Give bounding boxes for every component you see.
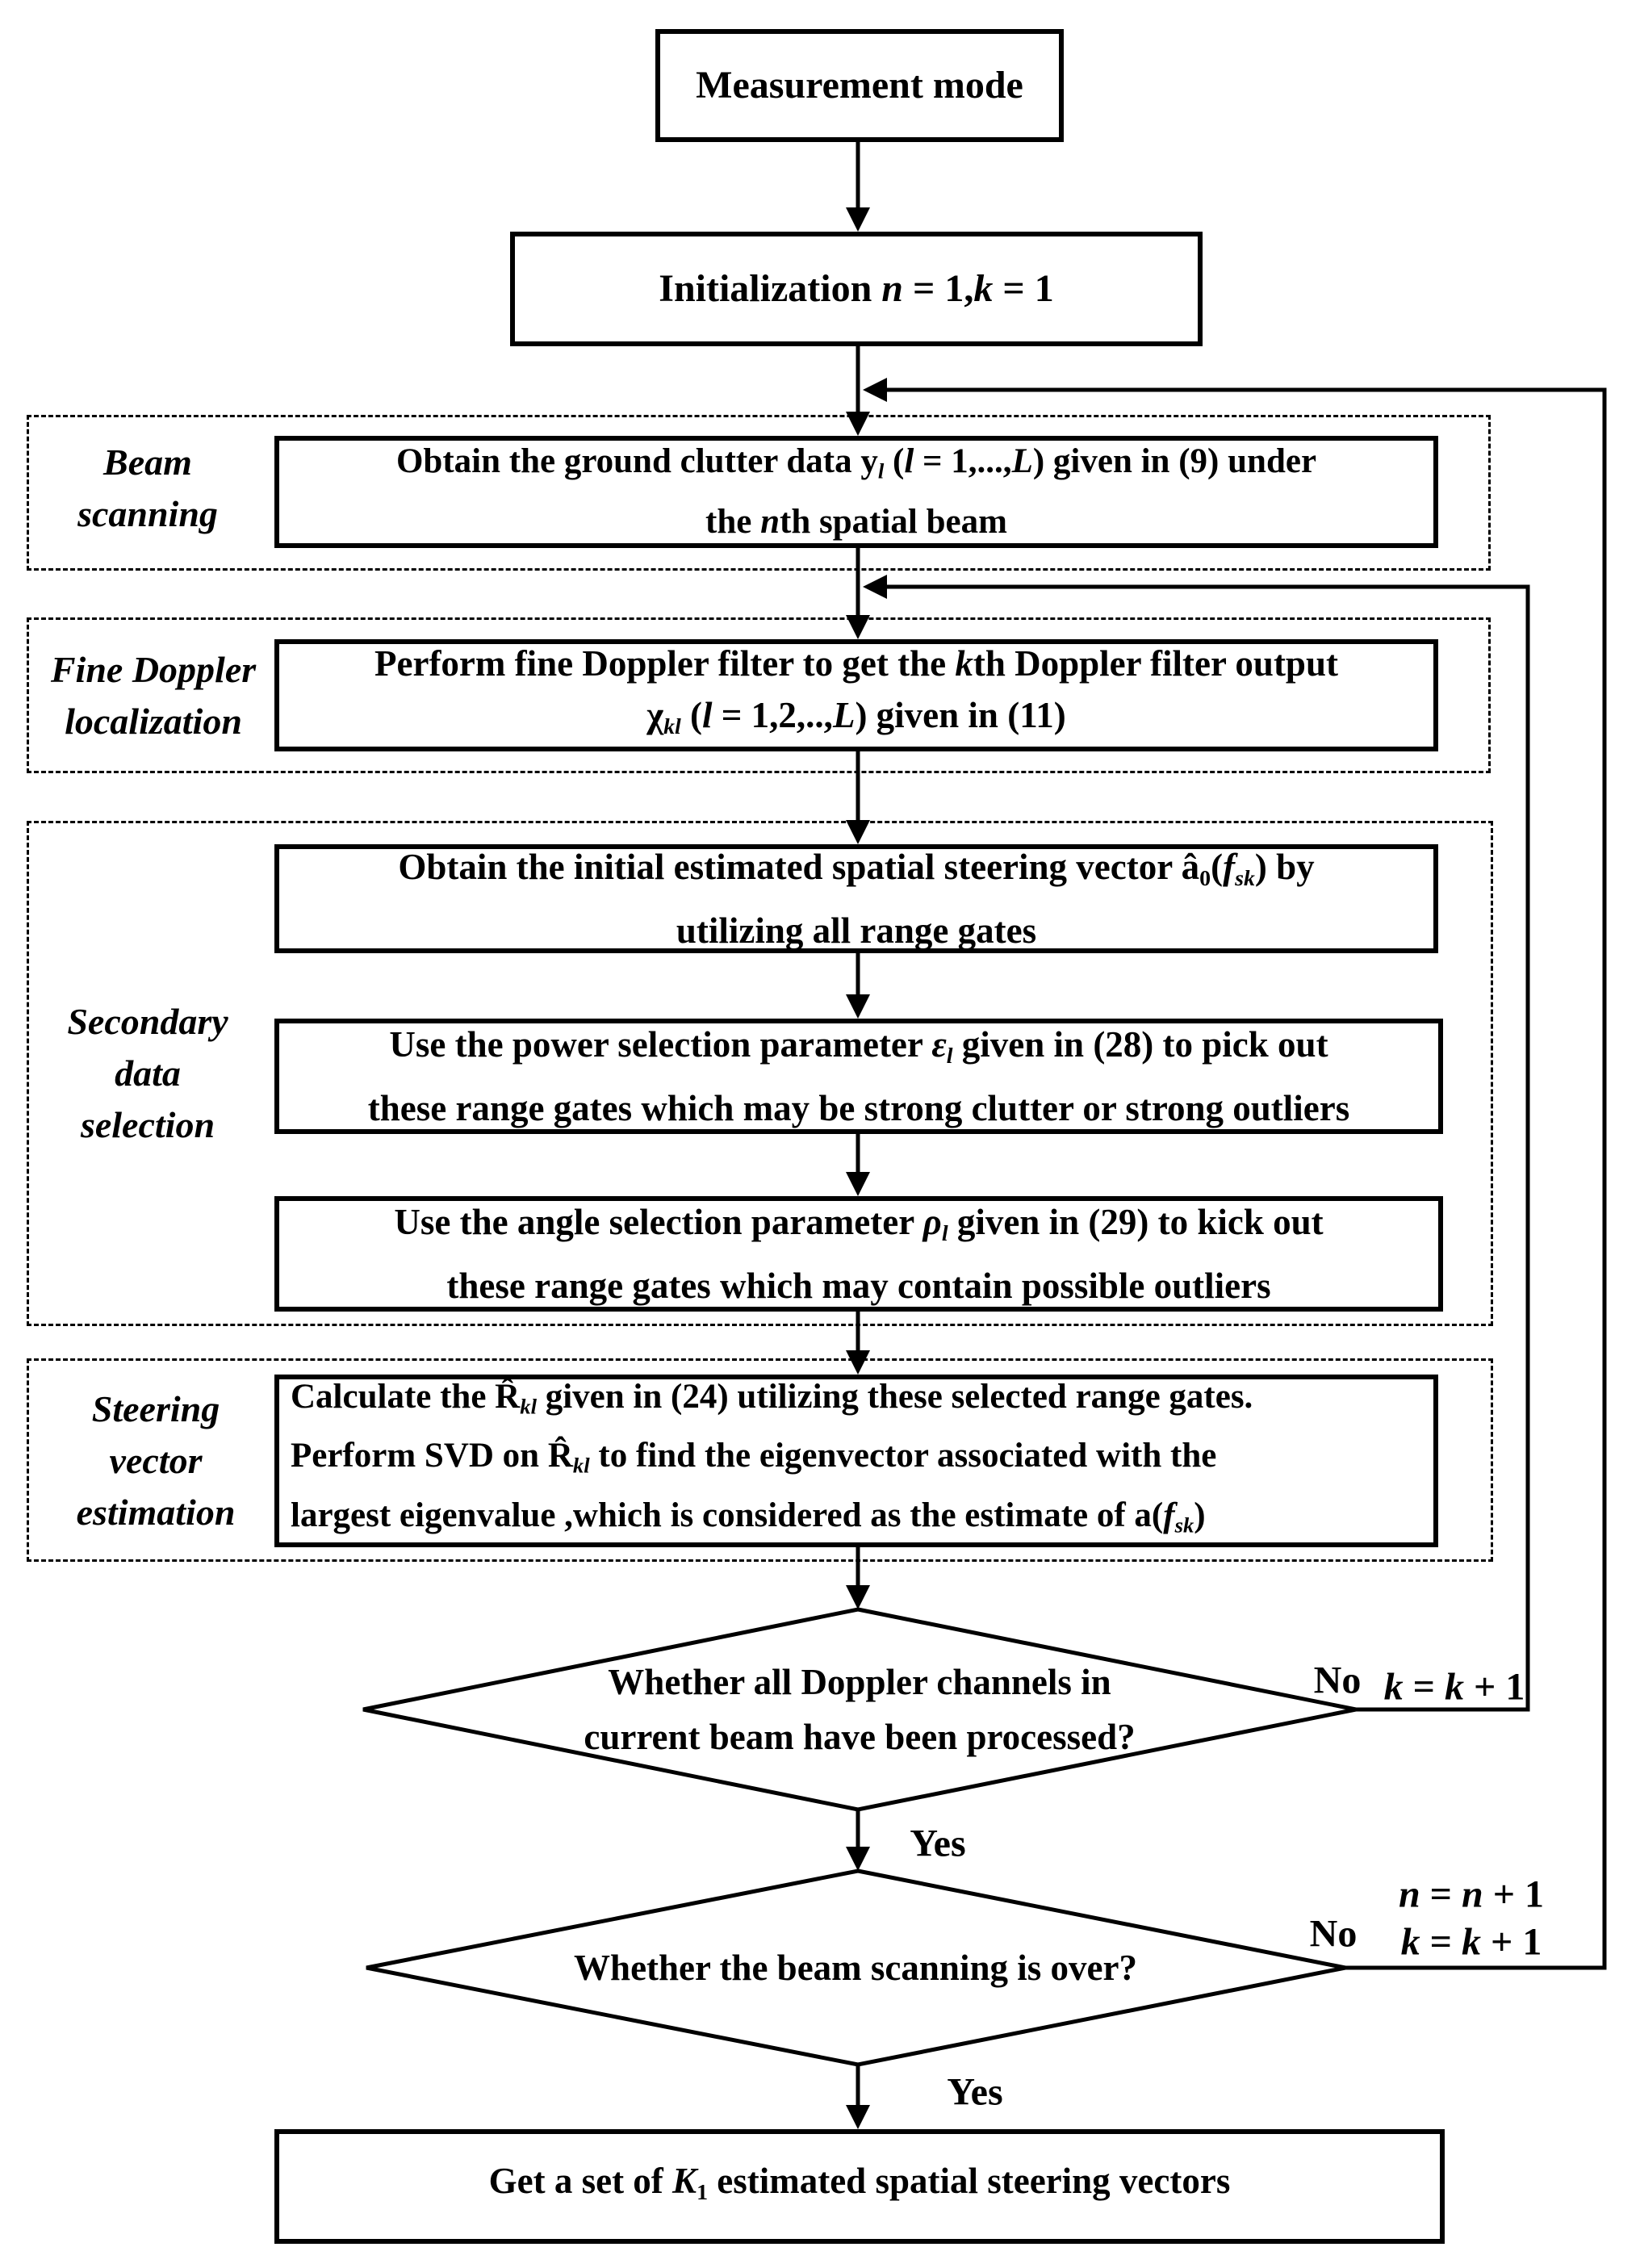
arrowhead [846, 820, 870, 844]
arrowhead [846, 1847, 870, 1871]
svd-estimation-text: Calculate the R̂kl given in (24) utilizi… [291, 1377, 1253, 1538]
decision1-no-label: No [1313, 1659, 1362, 1702]
loop-beam-scan [887, 387, 1607, 1970]
beam-clutter-box: Obtain the ground clutter data yl (l = 1… [274, 436, 1438, 548]
start-node: Measurement mode [655, 29, 1064, 142]
loop-doppler-channel [887, 584, 1530, 1712]
arrowhead [846, 1585, 870, 1609]
decision2-yes-label: Yes [947, 2070, 1003, 2114]
arrowhead [846, 1350, 870, 1375]
secondary-data-group [27, 821, 1493, 1326]
arrowhead [846, 2105, 870, 2129]
angle-selection-box: Use the angle selection parameter ρl giv… [274, 1196, 1443, 1312]
decision1-yes-label: Yes [910, 1822, 966, 1865]
fine-doppler-group [27, 617, 1491, 773]
arrowhead [846, 412, 870, 436]
beam-scanning-group [27, 415, 1491, 571]
svd-estimation-box: Calculate the R̂kl given in (24) utilizi… [274, 1375, 1438, 1547]
decision2-action-k-label: k = k + 1 [1400, 1920, 1542, 1964]
init-node: Initialization n = 1,k = 1 [510, 232, 1203, 346]
arrowhead [846, 615, 870, 639]
decision2-no-label: No [1309, 1912, 1358, 1956]
end-node: Get a set of K1 estimated spatial steeri… [274, 2129, 1445, 2244]
arrowhead [846, 207, 870, 232]
doppler-filter-box: Perform fine Doppler filter to get the k… [274, 639, 1438, 751]
arrowhead [846, 994, 870, 1019]
beam-clutter-text: Obtain the ground clutter data yl (l = 1… [395, 441, 1317, 542]
decision2-diamond [366, 1868, 1346, 2067]
start-label: Measurement mode [696, 64, 1023, 107]
decision1-diamond [362, 1607, 1357, 1812]
arrowhead-left [863, 575, 887, 599]
arrowhead-left [863, 378, 887, 402]
power-selection-box: Use the power selection parameter εl giv… [274, 1019, 1443, 1134]
initial-steering-text: Obtain the initial estimated spatial ste… [398, 847, 1315, 951]
end-label: Get a set of K1 estimated spatial steeri… [488, 2160, 1231, 2205]
initial-steering-box: Obtain the initial estimated spatial ste… [274, 844, 1438, 953]
steering-estimation-group [27, 1358, 1493, 1562]
angle-selection-text: Use the angle selection parameter ρl giv… [394, 1202, 1324, 1306]
decision2-question: Whether the beam scanning is over? [574, 1948, 1137, 1988]
decision2-action-n-label: n = n + 1 [1398, 1873, 1545, 1916]
doppler-filter-text: Perform fine Doppler filter to get the k… [374, 643, 1338, 739]
arrowhead [846, 1172, 870, 1196]
power-selection-text: Use the power selection parameter εl giv… [367, 1024, 1350, 1128]
decision1-action-label: k = k + 1 [1383, 1665, 1525, 1709]
init-label: Initialization n = 1,k = 1 [659, 267, 1054, 310]
